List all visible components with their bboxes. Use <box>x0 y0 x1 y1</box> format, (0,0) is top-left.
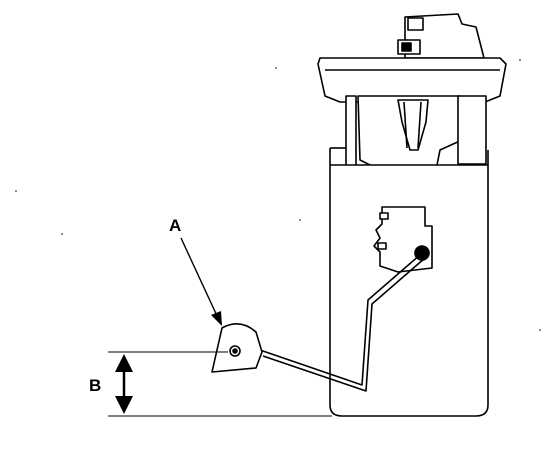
outlet-line-left <box>403 101 408 149</box>
scan-speckles <box>15 59 541 331</box>
dimension-b-arrow-up <box>115 354 133 372</box>
right-support-column <box>457 95 487 165</box>
fuel-pump-assembly <box>317 13 507 417</box>
float-arm-assembly <box>211 245 430 392</box>
callout-a-label: A <box>169 216 181 235</box>
float-arm-parallel <box>262 257 426 392</box>
fuel-float <box>211 323 263 373</box>
callout-a: A <box>169 216 222 326</box>
arm-pivot <box>414 245 430 261</box>
dimension-b-arrow-down <box>115 396 133 414</box>
dimension-b: B <box>89 351 332 417</box>
callout-a-leader <box>180 237 219 319</box>
float-pivot-inner <box>232 348 238 354</box>
float-pivot-outer <box>229 345 241 357</box>
outlet-line-right <box>417 101 422 149</box>
pump-canister <box>329 164 489 417</box>
connector-pin <box>401 42 412 52</box>
connector-latch <box>407 17 424 31</box>
float-arm <box>259 253 422 386</box>
sender-slot-top <box>379 212 389 220</box>
callout-a-arrowhead <box>211 311 222 326</box>
dimension-b-label: B <box>89 376 101 395</box>
sender-slot-mid <box>377 242 387 250</box>
left-support-column <box>345 95 357 167</box>
